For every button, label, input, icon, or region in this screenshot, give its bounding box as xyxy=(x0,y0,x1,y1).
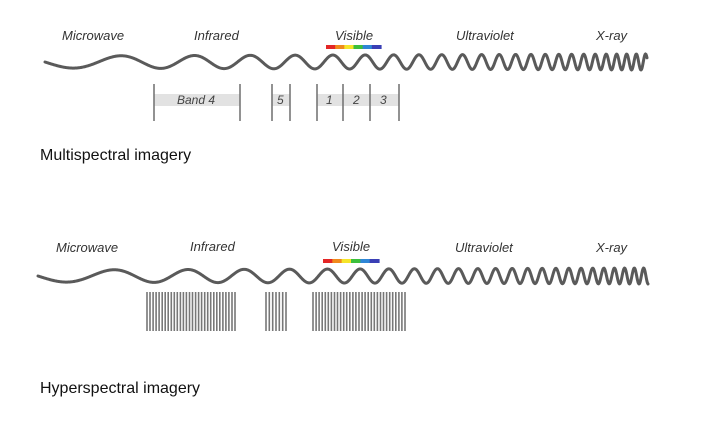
hyperspectral-diagram xyxy=(36,259,650,331)
spectrum-segment xyxy=(335,45,345,49)
region-label-visible: Visible xyxy=(332,239,371,254)
spectrum-segment xyxy=(371,45,382,49)
band-1-3-bar xyxy=(317,94,399,106)
visible-spectrum-bar xyxy=(323,259,380,263)
band-3-label: 3 xyxy=(380,93,387,107)
region-label-microwave: Microwave xyxy=(62,28,125,43)
hyperspectral-panel: Microwave Infrared Visible Ultraviolet X… xyxy=(0,220,705,423)
spectrum-segment xyxy=(326,45,336,49)
band-5-label: 5 xyxy=(277,93,284,107)
hyperspectral-band-ticks xyxy=(146,292,406,331)
region-label-visible: Visible xyxy=(335,28,374,43)
spectrum-segment xyxy=(341,259,352,263)
spectrum-segment xyxy=(360,259,371,263)
spectrum-segment xyxy=(344,45,355,49)
band-4-bar xyxy=(154,94,240,106)
hyperspectral-caption: Hyperspectral imagery xyxy=(40,380,201,397)
band-5-bar xyxy=(272,94,290,106)
spectrum-segment xyxy=(369,259,380,263)
multispectral-panel: Microwave Infrared Visible Ultraviolet X… xyxy=(0,0,705,200)
region-label-xray: X-ray xyxy=(596,28,628,43)
spectrum-segment xyxy=(353,45,364,49)
region-label-infrared: Infrared xyxy=(194,28,239,43)
spectrum-segment xyxy=(362,45,373,49)
spectrum-segment xyxy=(323,259,333,263)
em-wave-line xyxy=(36,266,650,286)
multispectral-caption: Multispectral imagery xyxy=(40,147,192,164)
region-label-infrared: Infrared xyxy=(190,239,235,254)
spectrum-segment xyxy=(332,259,343,263)
region-label-microwave: Microwave xyxy=(56,240,119,255)
region-label-ultraviolet: Ultraviolet xyxy=(455,240,513,255)
region-label-ultraviolet: Ultraviolet xyxy=(456,28,514,43)
band-2-label: 2 xyxy=(353,93,360,107)
multispectral-diagram xyxy=(43,45,649,121)
visible-spectrum-bar xyxy=(326,45,382,49)
band-4-label: Band 4 xyxy=(177,93,216,107)
em-wave-line xyxy=(43,52,649,72)
region-label-xray: X-ray xyxy=(596,240,628,255)
spectrum-segment xyxy=(351,259,361,263)
band-1-label: 1 xyxy=(326,93,333,107)
